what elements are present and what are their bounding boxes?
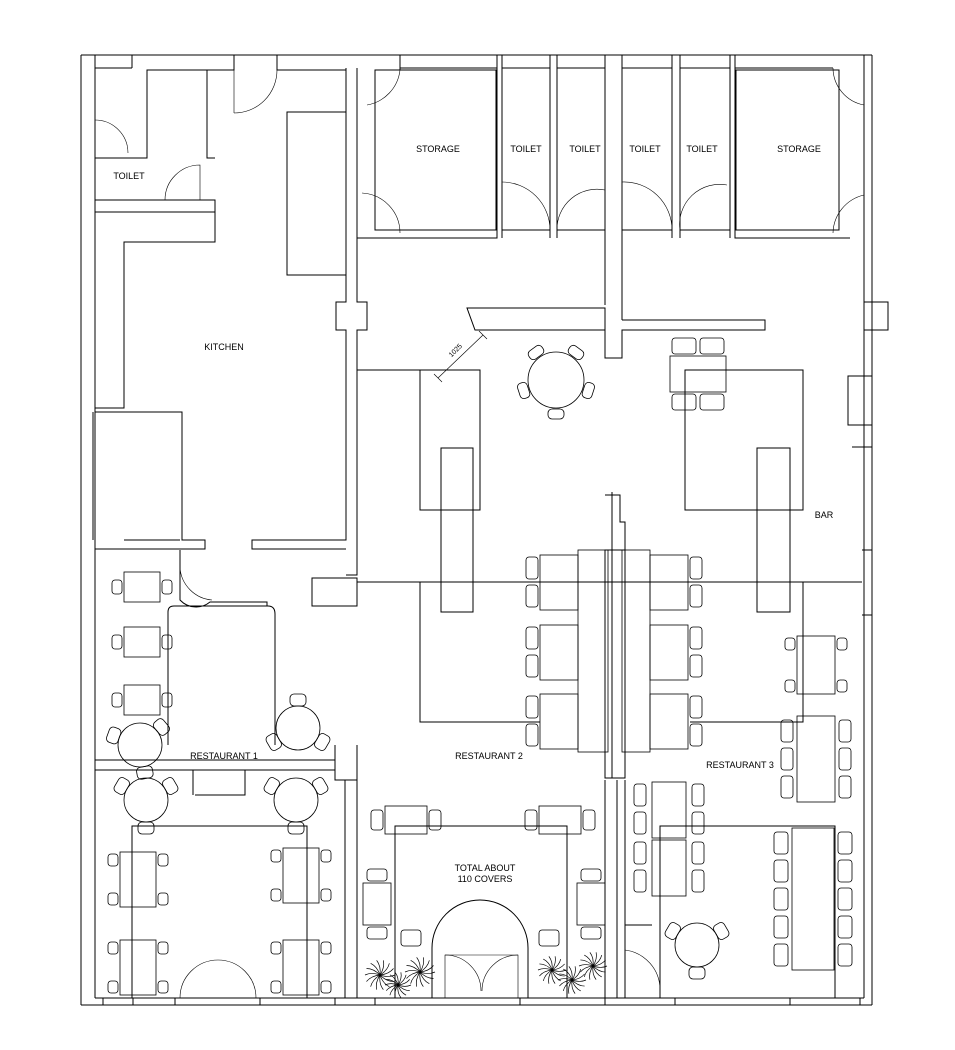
label-total-line2: 110 COVERS	[458, 874, 513, 884]
label-restaurant-3: RESTAURANT 3	[706, 760, 774, 770]
label-toilet-1: TOILET	[510, 144, 542, 154]
serving-counter	[621, 549, 651, 753]
storage-toilet-walls	[357, 55, 865, 359]
plant	[384, 972, 412, 998]
table-4-seat	[107, 851, 169, 908]
dimension-marker: 1025	[433, 330, 488, 383]
kitchen-area-walls	[92, 55, 368, 576]
label-toilet-4: TOILET	[686, 144, 718, 154]
table-2x2	[669, 337, 727, 411]
label-toilet-small: TOILET	[113, 171, 145, 181]
round-table	[263, 777, 329, 835]
table-2-seat-v	[576, 868, 606, 940]
label-storage-left: STORAGE	[416, 144, 460, 154]
label-bar: BAR	[815, 510, 834, 520]
table-4-seat	[270, 939, 332, 996]
label-storage-right: STORAGE	[777, 144, 821, 154]
round-table	[664, 922, 730, 980]
table-4-seat	[633, 839, 705, 897]
table-4-seat	[784, 635, 848, 695]
plant	[364, 960, 396, 990]
plant	[557, 966, 587, 994]
round-table-5	[517, 344, 595, 420]
furniture	[106, 337, 853, 996]
label-toilet-3: TOILET	[629, 144, 661, 154]
table-2-seat	[111, 571, 173, 603]
label-kitchen: KITCHEN	[204, 342, 244, 352]
label-restaurant-1: RESTAURANT 1	[190, 751, 258, 761]
serving-counter	[577, 549, 609, 753]
table-2-seat	[111, 684, 173, 716]
round-table	[106, 718, 170, 780]
chair	[400, 929, 422, 947]
table-long	[649, 554, 703, 611]
table-6-seat	[780, 715, 852, 803]
plant	[537, 956, 567, 984]
plants	[364, 952, 608, 998]
banquet-table	[773, 827, 853, 971]
table-4-seat	[270, 847, 332, 904]
label-restaurant-2: RESTAURANT 2	[455, 751, 523, 761]
table-2-seat-h	[524, 805, 596, 835]
round-table	[265, 693, 331, 751]
table-2-seat-v	[362, 868, 392, 940]
table-4-seat	[633, 781, 705, 839]
central-structure	[95, 369, 873, 1005]
label-toilet-2: TOILET	[569, 144, 601, 154]
chair	[538, 929, 560, 947]
dimension-label: 1025	[448, 343, 464, 359]
room-labels: TOILET STORAGE TOILET TOILET TOILET TOIL…	[113, 144, 833, 884]
label-total-line1: TOTAL ABOUT	[455, 863, 516, 873]
plant	[404, 957, 436, 987]
table-4-seat	[107, 939, 169, 996]
table-long	[649, 624, 703, 681]
plant	[578, 952, 608, 980]
round-table	[113, 777, 179, 835]
table-2-seat	[111, 626, 173, 658]
table-long	[525, 624, 579, 681]
table-2-seat-h	[370, 805, 442, 835]
